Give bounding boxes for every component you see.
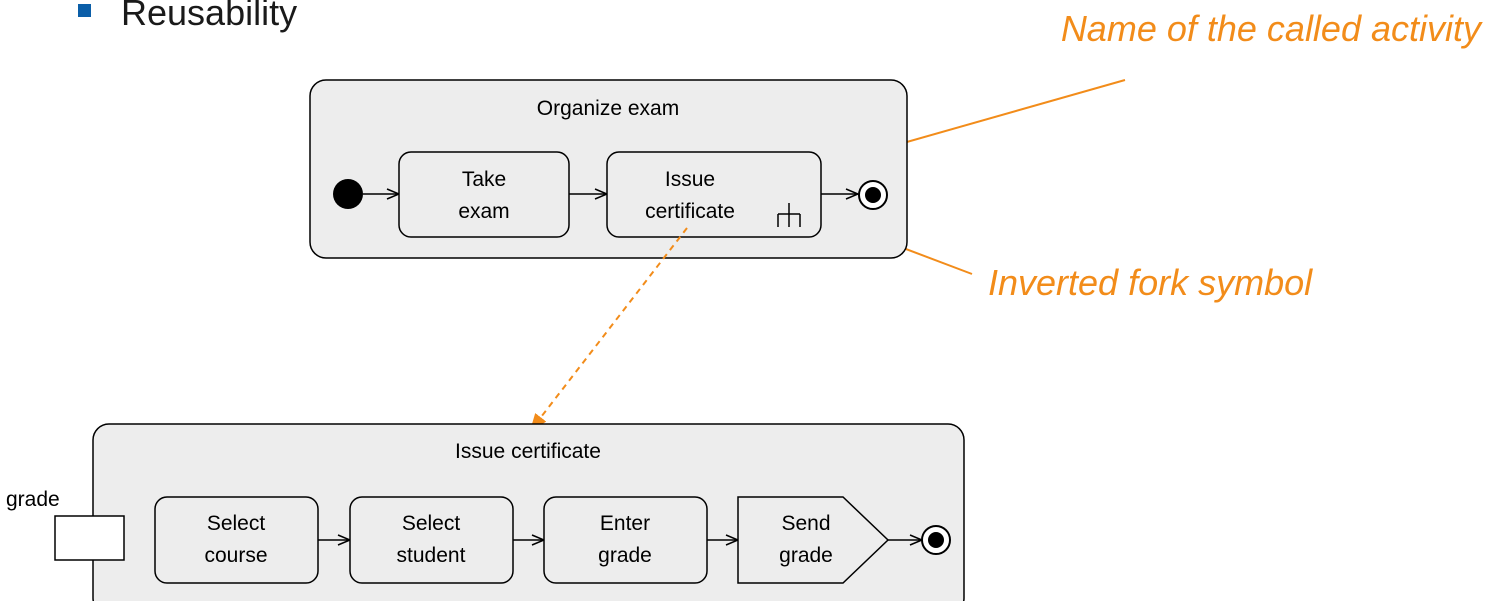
bullet-text: Reusability [121, 0, 297, 33]
bullet-marker [78, 4, 91, 17]
activity-issue-certificate: Issue certificate grade Select course Se… [6, 423, 965, 601]
initial-node [333, 179, 363, 209]
send-signal-action-send-grade: Send grade [737, 496, 890, 584]
action-label-line1: Issue [665, 168, 715, 191]
annotation-called-activity-name: Name of the called activity [1061, 8, 1483, 49]
action-take-exam: Take exam [398, 151, 570, 238]
action-label-line2: course [204, 544, 267, 567]
action-label-line2: grade [598, 544, 652, 567]
final-node [858, 180, 888, 210]
action-label-line1: Select [402, 512, 461, 535]
action-select-student: Select student [349, 496, 514, 584]
activity-organize-exam: Organize exam Take exam Issue certificat… [309, 79, 908, 259]
action-label-line2: student [397, 544, 466, 567]
annotation-inverted-fork: Inverted fork symbol [988, 262, 1313, 303]
action-label-line1: Take [462, 168, 506, 191]
action-enter-grade: Enter grade [543, 496, 708, 584]
parameter-label: grade [6, 488, 60, 511]
call-link-dashed-arrow [529, 227, 688, 432]
inverted-fork-icon [777, 203, 801, 227]
action-label-line2: certificate [645, 200, 735, 223]
action-issue-certificate: Issue certificate [606, 151, 822, 238]
activity-title: Issue certificate [455, 440, 601, 463]
final-node [921, 525, 951, 555]
action-label-line1: Send [781, 512, 830, 535]
parameter-pin [54, 515, 125, 561]
action-select-course: Select course [154, 496, 319, 584]
action-label-line1: Select [207, 512, 266, 535]
action-label-line1: Enter [600, 512, 650, 535]
action-label-line2: exam [458, 200, 509, 223]
action-label-line2: grade [779, 544, 833, 567]
activity-title: Organize exam [537, 97, 679, 120]
